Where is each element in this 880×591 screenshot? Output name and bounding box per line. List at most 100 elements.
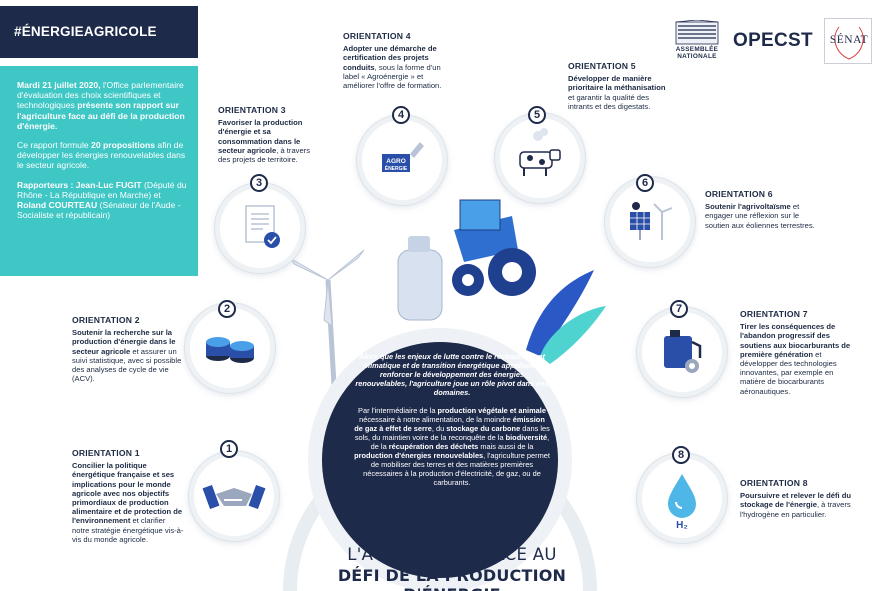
orientation-3-text: ORIENTATION 3 Favoriser la production d'… bbox=[218, 105, 322, 165]
central-bold-part: récupération des déchets bbox=[388, 442, 479, 451]
document-check-icon bbox=[245, 205, 280, 248]
central-text: Alors que les enjeux de lutte contre le … bbox=[354, 352, 550, 487]
orientation-8-text: ORIENTATION 8 Poursuivre et relever le d… bbox=[740, 478, 852, 519]
intro-date: Mardi 21 juillet 2020, bbox=[17, 80, 101, 90]
central-text-part: dans les sols, du maintien voire de la r… bbox=[354, 424, 550, 442]
orientation-rest: et garantir la qualité des intrants et d… bbox=[568, 92, 651, 111]
orientation-8-icon-circle: H₂ bbox=[642, 458, 722, 538]
tractor-icon bbox=[452, 199, 536, 296]
central-bold-part: émission de gaz à effet de serre bbox=[354, 415, 545, 433]
central-text-part: , l'agriculture permet de mobiliser des … bbox=[363, 451, 550, 487]
rapporteur-2: Roland COURTEAU bbox=[17, 200, 98, 211]
central-text-part: mais aussi de la bbox=[478, 442, 534, 451]
central-bold-part: production d'énergies renouvelables bbox=[354, 451, 484, 460]
orientation-7-text: ORIENTATION 7 Tirer les conséquences de … bbox=[740, 309, 852, 396]
central-lead: Alors que les enjeux de lutte contre le … bbox=[355, 352, 549, 397]
orientation-rest: , à travers des projets de territoire. bbox=[218, 145, 311, 165]
orientation-title: ORIENTATION 6 bbox=[705, 189, 773, 199]
orientation-bold: Adopter une démarche de certification de… bbox=[343, 44, 437, 72]
orientation-bold: Soutenir la recherche sur la production … bbox=[72, 328, 176, 356]
agro-energie-label-icon: AGRO ÉNERGIE bbox=[382, 142, 424, 172]
intro-text: (Député du Rhône - La République en Marc… bbox=[17, 179, 187, 200]
orientation-5-number: 5 bbox=[528, 106, 546, 124]
cow-methane-icon bbox=[519, 128, 561, 176]
orientation-2-text: ORIENTATION 2 Soutenir la recherche sur … bbox=[72, 315, 184, 384]
orientation-5-text: ORIENTATION 5 Développer de manière prio… bbox=[568, 61, 670, 111]
solar-wind-icon bbox=[630, 202, 673, 240]
intro-text: Ce rapport formule bbox=[17, 140, 92, 151]
orientation-bold: Concilier la politique énergétique franç… bbox=[72, 461, 183, 526]
orientation-title: ORIENTATION 1 bbox=[72, 448, 140, 458]
intro-text: afin de développer les énergies renouvel… bbox=[17, 140, 186, 171]
poster-title-line-1: L'AGRICULTURE FACE AU bbox=[347, 545, 557, 564]
intro-bold: présente son rapport sur l'agriculture f… bbox=[17, 100, 185, 131]
hashtag-title: #ÉNERGIEAGRICOLE bbox=[14, 24, 157, 39]
orientation-rest: , à travers l'hydrogène en particulier. bbox=[740, 500, 851, 519]
orientation-title: ORIENTATION 3 bbox=[218, 105, 286, 115]
h2-label: H₂ bbox=[676, 520, 688, 531]
orientation-6-number: 6 bbox=[636, 174, 654, 192]
orientation-4-text: ORIENTATION 4 Adopter une démarche de ce… bbox=[343, 31, 443, 90]
orientation-4-number: 4 bbox=[392, 106, 410, 124]
senat-emblem-icon bbox=[834, 26, 864, 60]
orientation-1-icon-circle bbox=[194, 456, 274, 536]
orientation-1-text: ORIENTATION 1 Concilier la politique éne… bbox=[72, 448, 184, 544]
orientation-2-icon-circle bbox=[190, 308, 270, 388]
agro-label-text: AGRO bbox=[386, 158, 406, 165]
central-bold-part: stockage du carbone bbox=[446, 424, 521, 433]
intro-paragraph-2: Ce rapport formule 20 propositions afin … bbox=[17, 140, 188, 171]
intro-text: (Sénateur de l'Aude - Socialiste et répu… bbox=[17, 200, 181, 221]
central-text-part: Par l'intermédiaire de la bbox=[358, 406, 438, 415]
orientation-title: ORIENTATION 2 bbox=[72, 315, 140, 325]
orientation-3-number: 3 bbox=[250, 174, 268, 192]
orientation-1-number: 1 bbox=[220, 440, 238, 458]
orientation-8-number: 8 bbox=[672, 446, 690, 464]
orientation-bold: Développer de manière prioritaire la mét… bbox=[568, 74, 666, 93]
hashtag-banner: #ÉNERGIEAGRICOLE bbox=[0, 6, 198, 58]
coins-icon bbox=[206, 337, 254, 363]
orientation-rest: et engager une réflexion sur le soutien … bbox=[705, 202, 815, 230]
orientation-title: ORIENTATION 8 bbox=[740, 478, 808, 488]
orientation-title: ORIENTATION 4 bbox=[343, 31, 411, 41]
orientation-title: ORIENTATION 7 bbox=[740, 309, 808, 319]
logo-line: ASSEMBLÉE bbox=[675, 46, 719, 53]
central-illustration bbox=[283, 199, 606, 591]
biogas-tank-icon bbox=[397, 236, 443, 321]
orientation-2-number: 2 bbox=[218, 300, 236, 318]
intro-paragraph-1: Mardi 21 juillet 2020, l'Office parlemen… bbox=[17, 80, 188, 131]
logo-line: NATIONALE bbox=[677, 53, 717, 60]
orientation-6-icon-circle bbox=[610, 182, 690, 262]
central-text-part: , du bbox=[431, 424, 447, 433]
wheat-icon bbox=[526, 270, 606, 364]
orientation-bold: Favoriser la production d'énergie et sa … bbox=[218, 118, 303, 155]
orientation-3-icon-circle bbox=[220, 188, 300, 268]
orientation-rest: et assurer un suivi statistique, avec si… bbox=[72, 346, 182, 384]
assemblee-nationale-logo-icon bbox=[675, 20, 719, 45]
central-bold-part: biodiversité bbox=[505, 433, 548, 442]
intro-panel: Mardi 21 juillet 2020, l'Office parlemen… bbox=[0, 66, 198, 276]
senat-name: SÉNAT bbox=[829, 34, 869, 46]
orientation-7-number: 7 bbox=[670, 300, 688, 318]
central-text-part: , de la bbox=[370, 433, 550, 451]
orientation-5-icon-circle bbox=[500, 118, 580, 198]
orientation-rest: et clarifier notre stratégie énergétique… bbox=[72, 516, 184, 544]
rapporteur-1: Rapporteurs : Jean-Luc FUGIT bbox=[17, 179, 142, 190]
hydrogen-drop-icon: H₂ bbox=[668, 474, 696, 531]
intro-paragraph-3: Rapporteurs : Jean-Luc FUGIT (Député du … bbox=[17, 180, 188, 221]
senat-logo-frame bbox=[824, 18, 872, 64]
poster-title-line-2: DÉFI DE LA PRODUCTION D'ÉNERGIE bbox=[337, 566, 567, 591]
orientation-rest: et développer des technologies innovante… bbox=[740, 349, 837, 396]
handshake-icon bbox=[202, 484, 266, 510]
orientation-bold: Poursuivre et relever le défi du stockag… bbox=[740, 491, 851, 510]
fuel-can-icon bbox=[664, 330, 702, 373]
orientation-bold: Tirer les conséquences de l'abandon prog… bbox=[740, 322, 851, 359]
orientation-6-text: ORIENTATION 6 Soutenir l'agrivoltaïsme e… bbox=[705, 189, 821, 230]
central-bold-part: production végétale et animale bbox=[437, 406, 546, 415]
energie-label-text: ÉNERGIE bbox=[385, 164, 408, 172]
central-text-part: nécessaire à notre alimentation, de la m… bbox=[359, 415, 513, 424]
orientation-7-icon-circle bbox=[642, 312, 722, 392]
orientation-bold: Soutenir l'agrivoltaïsme bbox=[705, 202, 791, 212]
central-body: Par l'intermédiaire de la production vég… bbox=[354, 406, 550, 487]
orientation-4-icon-circle: AGRO ÉNERGIE bbox=[362, 120, 442, 200]
opecst-logo: OPECST bbox=[733, 30, 813, 51]
